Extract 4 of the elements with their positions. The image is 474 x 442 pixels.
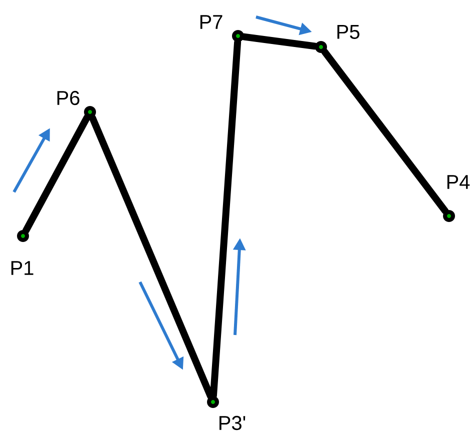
line-segment <box>321 48 449 215</box>
line-segment <box>240 33 318 50</box>
line-segment <box>210 38 242 400</box>
line-segment <box>22 114 91 234</box>
